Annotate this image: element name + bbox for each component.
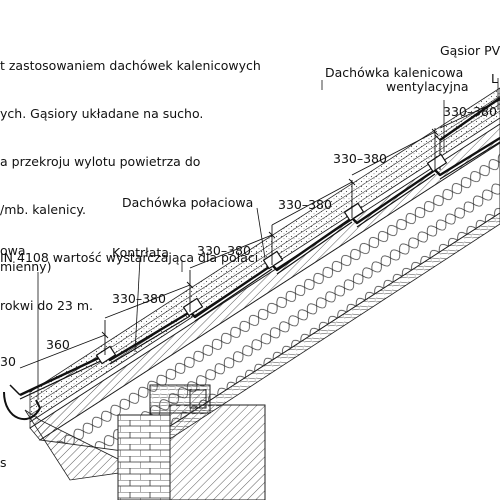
dimension-label: 30 <box>0 354 16 369</box>
label-vent-ridge-tile-1: Dachówka kalenicowa <box>325 65 464 80</box>
note-line: rokwi do 23 m. <box>0 298 94 313</box>
label-left-partial-2: mienny) <box>0 259 52 274</box>
label-bottom-left: s <box>0 455 7 470</box>
dimension-label: 360 <box>46 337 70 352</box>
label-partial-l: L <box>491 71 498 86</box>
membrane-layer <box>29 117 500 429</box>
dimension-label: 330–380 <box>443 104 497 119</box>
plate-anchor <box>189 389 207 409</box>
dimension-label: 330–380 <box>112 291 166 306</box>
note-line: IN 4108 wartość wystarczająca dla połaci <box>0 250 259 265</box>
dimension-lines <box>19 99 500 369</box>
leader-lines <box>37 78 499 400</box>
label-counter-batten: Kontrłata <box>112 245 169 260</box>
label-field-tile: Dachówka połaciowa <box>122 195 254 210</box>
label-ridge-tile: Gąsior PV <box>440 43 500 58</box>
note-line: ych. Gąsiory układane na sucho. <box>0 106 204 121</box>
description-note: t zastosowaniem dachówek kalenicowych yc… <box>0 26 275 346</box>
concrete-slab <box>169 404 266 500</box>
note-line: a przekroju wylotu powietrza do <box>0 154 201 169</box>
wall <box>117 384 266 500</box>
dimension-label: 330–380 <box>278 197 332 212</box>
note-line: t zastosowaniem dachówek kalenicowych <box>0 58 261 73</box>
label-vent-ridge-tile-2: wentylacyjna <box>386 79 469 94</box>
label-left-partial-1: owa <box>0 243 26 258</box>
dimension-label: 330–380 <box>333 151 387 166</box>
brick-wall <box>117 414 171 500</box>
note-line: /mb. kalenicy. <box>0 202 86 217</box>
dimension-label: 330–380 <box>197 243 251 258</box>
gutter <box>3 384 42 420</box>
